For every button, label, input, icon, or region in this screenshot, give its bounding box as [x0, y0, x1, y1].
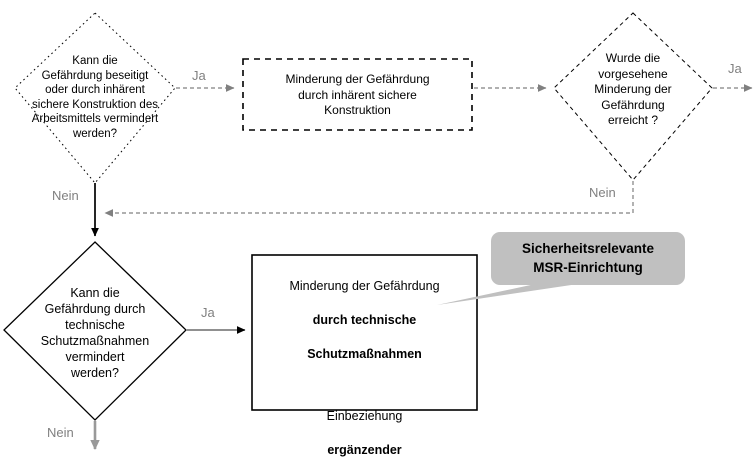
edge-label-nein-technical: Nein — [47, 425, 74, 440]
edge-nein-achieved-loop — [104, 181, 634, 217]
decision-inherent-design-shape[interactable] — [14, 12, 176, 184]
process-technical-measures-shape[interactable] — [251, 254, 478, 411]
callout-tail — [437, 283, 578, 305]
edge-label-nein-inherent: Nein — [52, 188, 79, 203]
decision-technical-measures-shape[interactable] — [3, 241, 187, 421]
process-inherent-design-shape[interactable] — [242, 58, 473, 131]
edge-label-ja-achieved: Ja — [728, 61, 742, 76]
edge-label-ja-inherent: Ja — [192, 68, 206, 83]
callout-msr-bubble[interactable] — [491, 232, 685, 285]
callout-msr-label: Sicherheitsrelevante MSR-Einrichtung — [521, 241, 655, 275]
edge-label-nein-achieved: Nein — [589, 185, 616, 200]
edge-label-ja-technical: Ja — [201, 305, 215, 320]
decision-reduction-achieved-shape[interactable] — [553, 12, 713, 181]
